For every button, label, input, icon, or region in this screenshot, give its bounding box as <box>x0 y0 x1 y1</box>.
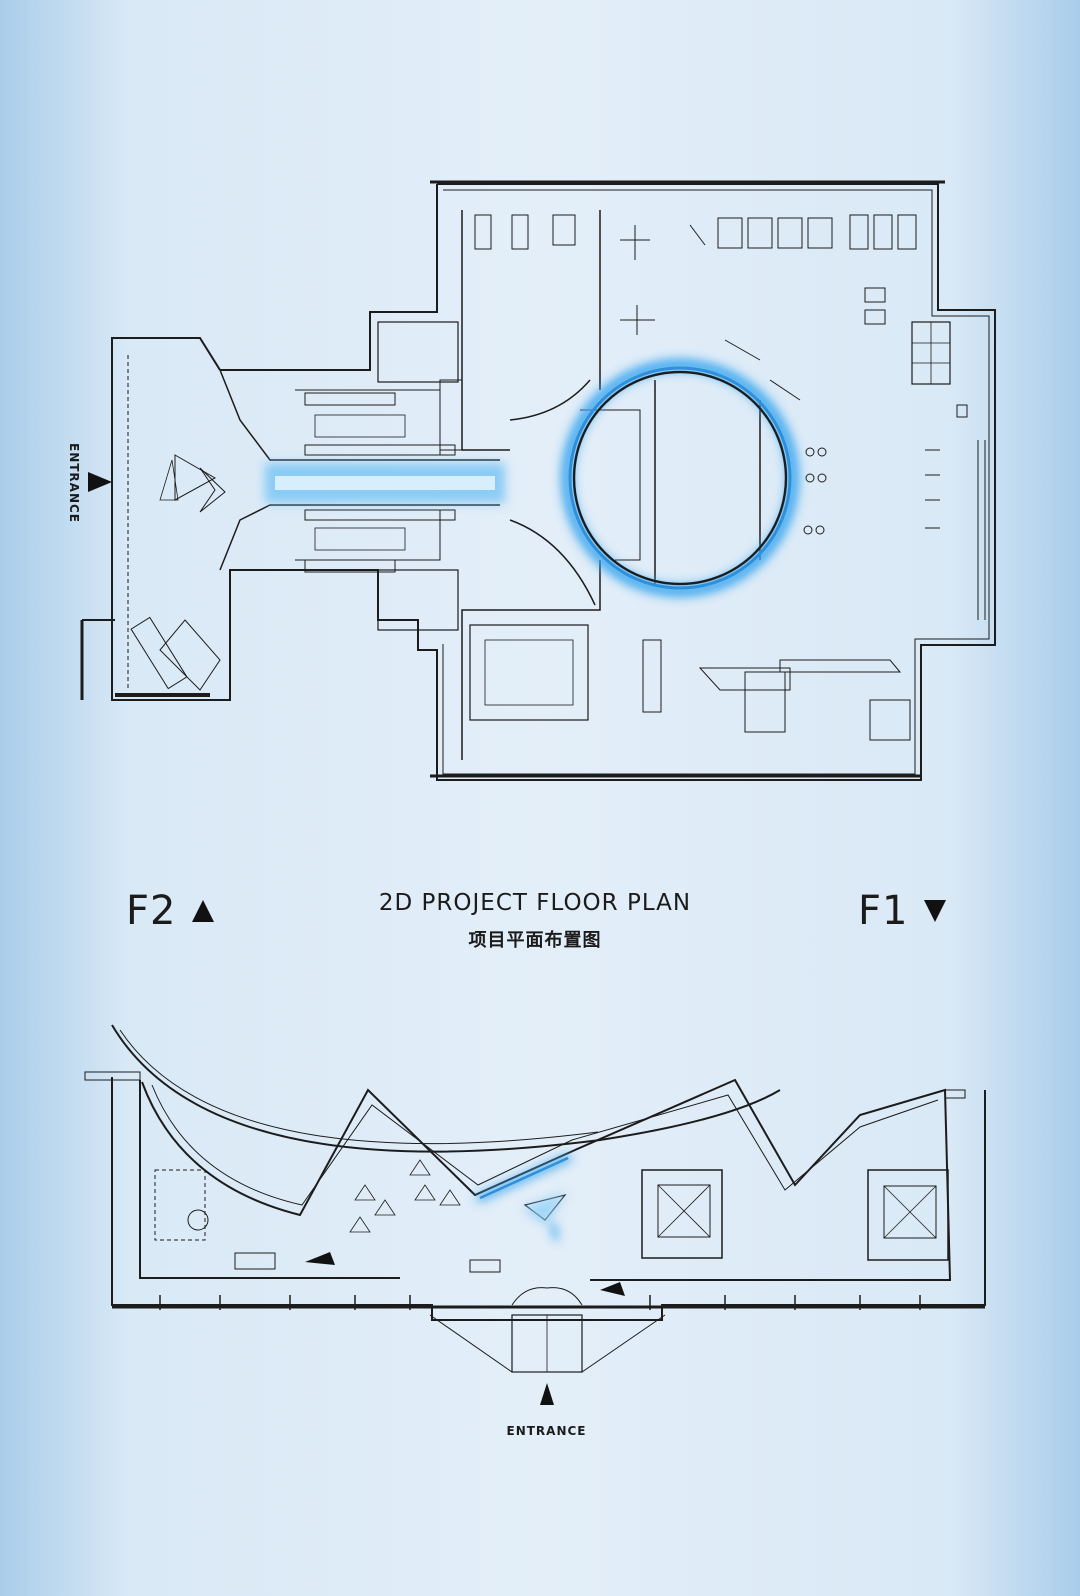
upper-floor-plan <box>80 180 996 781</box>
up-arrow-icon <box>192 900 215 922</box>
upper-main-wall <box>370 183 996 781</box>
down-arrow-icon <box>924 900 947 922</box>
floor-label-f2: F2 <box>126 888 215 934</box>
plan-title-en: 2D PROJECT FLOOR PLAN <box>378 890 692 916</box>
lower-zigzag-wall <box>139 1078 952 1281</box>
floor-label-f1: F1 <box>858 888 947 934</box>
upper-entrance-arrow <box>88 472 112 492</box>
floor-name-f1: F1 <box>858 888 909 934</box>
lower-entrance-arrow <box>540 1383 554 1405</box>
circular-room <box>572 370 788 586</box>
lower-entrance-label: ENTRANCE <box>506 1424 587 1438</box>
floor-name-f2: F2 <box>126 888 177 934</box>
lower-floor-plan <box>84 1024 986 1373</box>
corridor-highlight-core <box>275 476 495 490</box>
upper-entrance-label: ENTRANCE <box>67 443 81 523</box>
plan-title-cn: 项目平面布置图 <box>468 930 602 951</box>
lower-highlight <box>476 1154 572 1241</box>
